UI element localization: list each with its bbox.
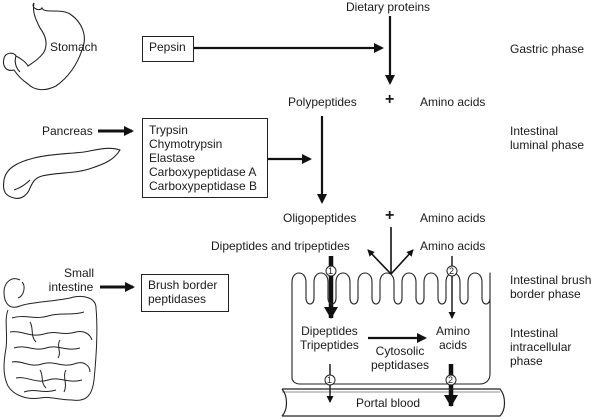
- polypeptides-label: Polypeptides: [288, 95, 357, 109]
- phase-brush-border-line-2: border phase: [510, 287, 581, 301]
- amino-acids-2-label: Amino acids: [420, 211, 486, 225]
- dietary-proteins-label: Dietary proteins: [346, 0, 431, 14]
- transporter-1-bottom-label: 1: [327, 375, 333, 385]
- phase-brush-border: Intestinal brush border phase: [510, 273, 591, 301]
- plus-1: +: [385, 91, 395, 108]
- phase-intracellular: Intestinal intracellular phase: [510, 326, 571, 368]
- di-tri-peptides-label: Dipeptides and tripeptides: [211, 239, 350, 253]
- enzyme-elastase: Elastase: [149, 151, 196, 165]
- dipeptides-line: Dipeptides: [301, 324, 358, 338]
- split-left-arrow: [367, 249, 392, 275]
- pepsin-box: Pepsin: [142, 36, 194, 62]
- enzyme-trypsin: Trypsin: [149, 123, 188, 137]
- small-intestine-icon: [3, 278, 98, 401]
- transporter-2-bottom: [445, 374, 457, 386]
- phase-intracellular-line-3: phase: [510, 354, 543, 368]
- amino-acids-3-label: Amino acids: [420, 239, 486, 253]
- pancreas-icon: [2, 147, 121, 199]
- phase-intracellular-line-2: intracellular: [510, 340, 572, 354]
- split-right-arrow: [390, 249, 414, 275]
- transporter-1-top: [325, 265, 337, 277]
- amino-line: Amino: [436, 324, 471, 338]
- small-intestine-line-2: intestine: [48, 280, 94, 294]
- brush-border-line-2: peptidases: [148, 292, 207, 306]
- enzyme-carboxypeptidase-a: Carboxypeptidase A: [149, 165, 257, 179]
- amino-acids-1-label: Amino acids: [420, 95, 486, 109]
- phase-gastric-line-1: Gastric phase: [510, 42, 585, 56]
- oligopeptides-label: Oligopeptides: [283, 211, 357, 225]
- enterocyte-outline: [291, 272, 491, 385]
- small-intestine-label: Small intestine: [48, 266, 94, 294]
- transporter-2-bottom-label: 2: [448, 375, 454, 385]
- intracellular-amino-acids-label: Amino acids: [436, 324, 470, 352]
- phase-luminal-line-1: Intestinal: [510, 124, 559, 138]
- brush-border-box: Brush border peptidases: [141, 274, 229, 312]
- stomach-label: Stomach: [50, 40, 98, 54]
- small-intestine-line-1: Small: [64, 266, 95, 280]
- stomach-icon: [2, 2, 85, 91]
- portal-blood-vessel: [281, 388, 506, 417]
- intracellular-peptides-label: Dipeptides Tripeptides: [300, 324, 359, 352]
- phase-intracellular-line-1: Intestinal: [510, 326, 559, 340]
- cytosolic-line: Cytosolic: [375, 344, 425, 358]
- pancreatic-enzymes-box: Trypsin Chymotrypsin Elastase Carboxypep…: [142, 118, 268, 198]
- enzyme-chymotrypsin: Chymotrypsin: [149, 137, 223, 151]
- peptidases-line: peptidases: [371, 358, 430, 372]
- phase-luminal: Intestinal luminal phase: [510, 124, 584, 152]
- enzyme-pepsin: Pepsin: [149, 40, 186, 54]
- transporter-1-bottom: [324, 374, 336, 386]
- transporter-1-label: 1: [328, 266, 334, 276]
- transporter-2-label: 2: [449, 266, 455, 276]
- brush-border-line-1: Brush border: [148, 278, 218, 292]
- transporter-2-top: [446, 265, 458, 277]
- plus-2: +: [385, 207, 395, 224]
- cytosolic-peptidases-label: Cytosolic peptidases: [371, 344, 429, 372]
- phase-brush-border-line-1: Intestinal brush: [510, 273, 592, 287]
- pancreas-label: Pancreas: [42, 124, 93, 138]
- enzyme-carboxypeptidase-b: Carboxypeptidase B: [149, 179, 258, 193]
- portal-blood-label: Portal blood: [356, 396, 421, 410]
- acids-line: acids: [439, 338, 468, 352]
- phase-luminal-line-2: luminal phase: [510, 138, 585, 152]
- phase-gastric: Gastric phase: [510, 42, 584, 56]
- tripeptides-line: Tripeptides: [300, 338, 359, 352]
